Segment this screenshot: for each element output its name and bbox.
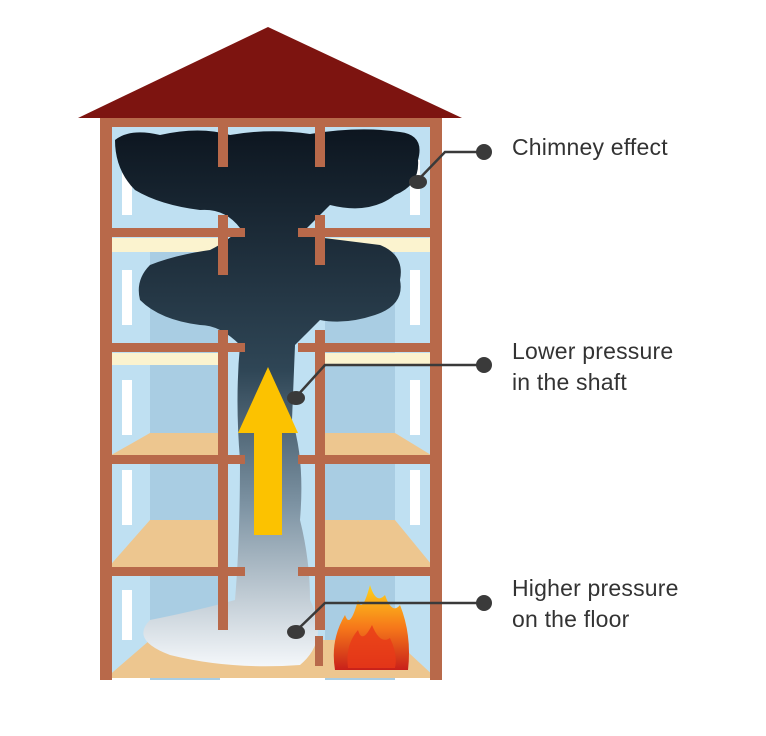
label-line: Lower pressure — [512, 338, 674, 364]
label-line: in the shaft — [512, 369, 627, 395]
leader-lines — [295, 150, 484, 632]
chimney-effect-label: Chimney effect — [512, 132, 668, 163]
higher-pressure-label: Higher pressure on the floor — [512, 573, 679, 635]
fire-icon — [333, 585, 409, 670]
label-line: on the floor — [512, 606, 630, 632]
up-arrow-icon — [238, 367, 298, 535]
lower-pressure-dot-icon — [476, 357, 492, 373]
label-line: Higher pressure — [512, 575, 679, 601]
label-line: Chimney effect — [512, 134, 668, 160]
chimney-dot-icon — [476, 144, 492, 160]
building-frame — [100, 118, 442, 680]
lower-pressure-label: Lower pressure in the shaft — [512, 336, 673, 398]
roof — [78, 27, 462, 118]
higher-pressure-dot-icon — [476, 595, 492, 611]
